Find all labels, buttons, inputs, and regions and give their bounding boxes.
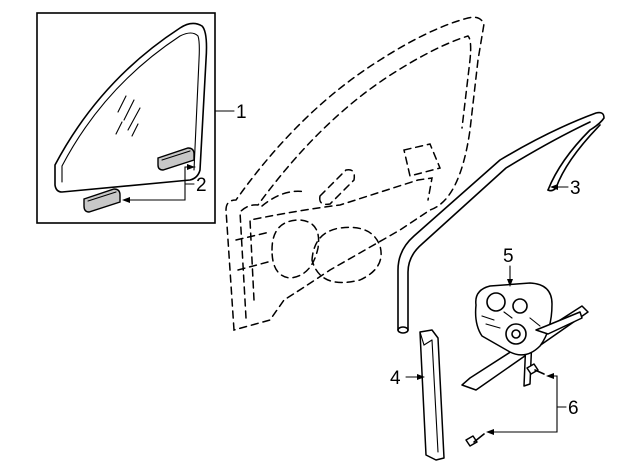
door-shell-outline bbox=[225, 16, 485, 331]
leader-line-4 bbox=[405, 374, 425, 380]
callout-1: 1 bbox=[236, 102, 247, 123]
callout-5: 5 bbox=[503, 246, 514, 267]
callout-4: 4 bbox=[390, 368, 401, 389]
glass-inset-box bbox=[36, 12, 216, 224]
glass-clip-upper bbox=[157, 147, 195, 171]
leader-line-3 bbox=[550, 184, 569, 190]
leader-line-5 bbox=[507, 265, 513, 287]
glass-clip-lower bbox=[83, 188, 121, 213]
callout-3: 3 bbox=[570, 178, 581, 199]
bolt-upper-part-6 bbox=[526, 363, 545, 375]
rear-channel-part-4 bbox=[419, 329, 445, 461]
leader-lines-1-2 bbox=[122, 110, 235, 203]
leader-lines-6 bbox=[486, 373, 567, 435]
window-regulator-part-5 bbox=[461, 282, 589, 391]
bolt-lower-part-6 bbox=[465, 433, 485, 447]
callout-2: 2 bbox=[196, 175, 207, 196]
door-glass-part-1 bbox=[54, 22, 208, 193]
callout-6: 6 bbox=[568, 398, 579, 419]
